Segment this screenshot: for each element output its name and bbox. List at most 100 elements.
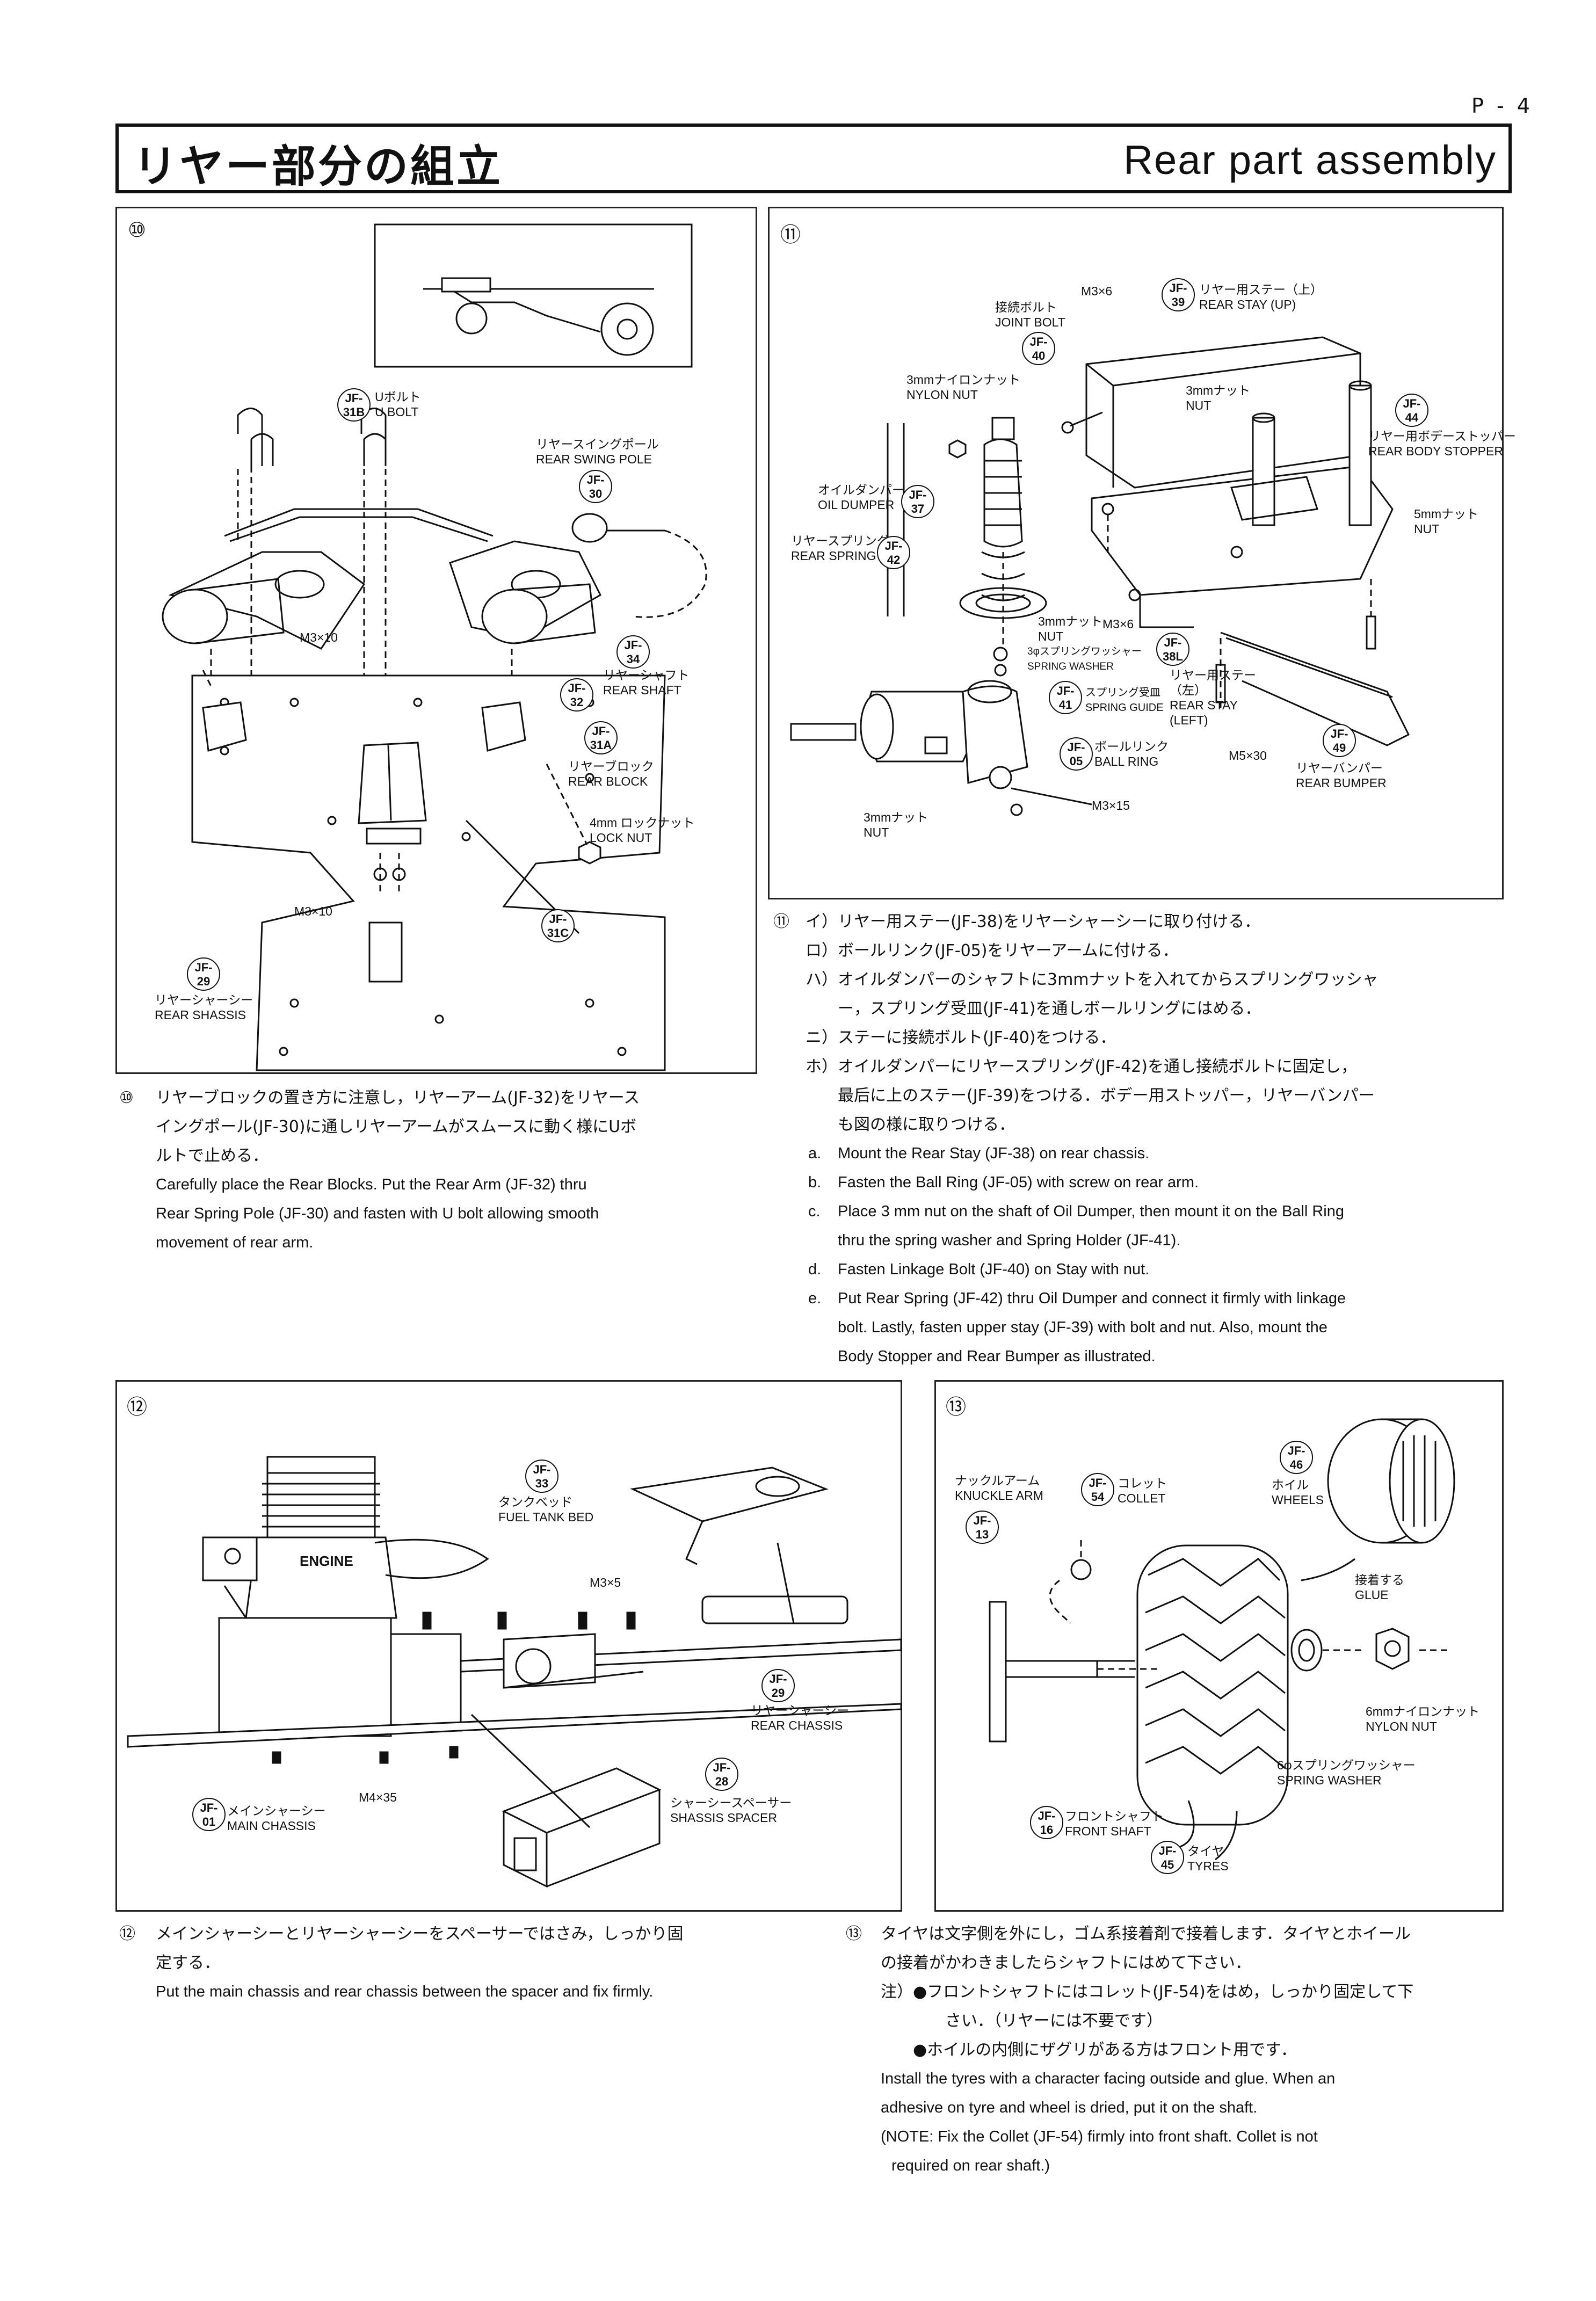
- badge-number: 13: [975, 1528, 989, 1541]
- label-m3x15: M3×15: [1092, 799, 1130, 812]
- step-number: ⑪: [780, 223, 801, 246]
- badge-prefix: JF-: [586, 473, 605, 487]
- badge-jf-45: JF-45: [1151, 1841, 1184, 1874]
- label-en: COLLET: [1118, 1491, 1166, 1505]
- step11-en-line4: thru the spring washer and Spring Holder…: [838, 1232, 1181, 1249]
- step11-panel: ⑪: [768, 207, 1516, 899]
- step10-en-line2: Rear Spring Pole (JF-30) and fasten with…: [156, 1205, 599, 1222]
- label-jp: 3φスプリングワッシャー: [1027, 646, 1142, 657]
- label-rear-stay-left: リヤー用ステー（左）REAR STAY(LEFT): [1170, 667, 1256, 728]
- label-m4x35: M4×35: [359, 1790, 397, 1804]
- badge-jf-29: JF-29: [187, 957, 220, 991]
- badge-prefix: JF-: [1029, 335, 1048, 349]
- badge-prefix: JF-: [1056, 684, 1075, 698]
- step12-number-text: ⑫: [119, 1925, 135, 1943]
- step11-en-marker-a: a.: [808, 1145, 822, 1162]
- badge-prefix: JF-: [1169, 281, 1187, 295]
- label-jp: コレット: [1118, 1476, 1167, 1490]
- badge-prefix: JF-: [549, 912, 567, 926]
- badge-prefix: JF-: [194, 961, 213, 974]
- label-en: OIL DUMPER: [818, 498, 895, 512]
- label-jp: リヤーブロック: [568, 759, 654, 773]
- badge-number: 46: [1289, 1458, 1303, 1471]
- label-en: KNUCKLE ARM: [955, 1489, 1043, 1502]
- step-number: ⑩: [128, 218, 147, 242]
- step-number: ⑬: [946, 1395, 967, 1419]
- badge-jf-44: JF-44: [1395, 394, 1428, 427]
- step10-jp-line2: イングポール(JF-30)に通しリヤーアームがスムースに動く様にUボ: [156, 1117, 637, 1136]
- label-m3x10-bottom: M3×10: [294, 904, 332, 918]
- step11-jp-line8: も図の様に取りつける．: [838, 1115, 1015, 1134]
- badge-prefix: JF-: [973, 1514, 991, 1527]
- label-jp: メインシャーシー: [227, 1804, 326, 1818]
- badge-number: 39: [1171, 295, 1185, 309]
- step10-en-line3: movement of rear arm.: [156, 1234, 314, 1251]
- step10-en-line1: Carefully place the Rear Blocks. Put the…: [156, 1176, 587, 1193]
- badge-prefix: JF-: [200, 1801, 218, 1814]
- label-jp: ナックルアーム: [955, 1473, 1040, 1487]
- badge-number: 37: [911, 502, 925, 516]
- badge-number: 31B: [343, 405, 365, 419]
- badge-jf-31b: JF-31B: [337, 388, 371, 422]
- label-en: REAR BLOCK: [568, 774, 648, 788]
- badge-number: 45: [1160, 1858, 1174, 1871]
- badge-jf-39: JF-39: [1162, 278, 1195, 311]
- badge-number: 31A: [590, 738, 612, 752]
- badge-jf-31c: JF-31C: [541, 909, 575, 942]
- badge-jf-38l: JF-38L: [1156, 633, 1189, 666]
- page-title-japanese: リヤー部分の組立: [133, 141, 503, 192]
- badge-jf-49: JF-49: [1323, 724, 1356, 757]
- label-jp: 4mm ロックナット: [590, 816, 695, 830]
- step11-en-line3: Place 3 mm nut on the shaft of Oil Dumpe…: [838, 1203, 1344, 1220]
- label-jp: フロントシャフト: [1065, 1809, 1164, 1823]
- badge-prefix: JF-: [1158, 1844, 1177, 1857]
- label-en: REAR SHASSIS: [155, 1008, 246, 1022]
- badge-jf-32: JF-32: [560, 678, 593, 712]
- step10-panel: ⑩: [115, 207, 757, 1074]
- label-en: REAR STAY (UP): [1199, 297, 1296, 311]
- badge-number: 40: [1032, 349, 1046, 362]
- step11-en-marker-d: d.: [808, 1261, 822, 1278]
- label-jp: シャーシースペーサー: [670, 1796, 792, 1810]
- badge-number: 42: [887, 553, 901, 567]
- label-jp: 3mmナット: [1186, 383, 1251, 397]
- label-jp: ホイル: [1272, 1478, 1309, 1492]
- label-en: FRONT SHAFT: [1065, 1824, 1151, 1838]
- badge-prefix: JF-: [568, 681, 586, 695]
- label-en: NUT: [1414, 522, 1440, 536]
- step13-en-line1: Install the tyres with a character facin…: [881, 2070, 1336, 2087]
- label-en: REAR BUMPER: [1296, 776, 1387, 790]
- badge-jf-41: JF-41: [1049, 681, 1082, 714]
- badge-jf-31a: JF-31A: [584, 721, 618, 754]
- page-title-english: Rear part assembly: [1123, 137, 1497, 183]
- label-en: MAIN CHASSIS: [227, 1819, 316, 1833]
- badge-jf-05: JF-05: [1060, 737, 1093, 771]
- step10-illustration: [162, 223, 707, 1071]
- label-jp: Uボルト: [375, 390, 421, 404]
- step11-jp-line5: ニ）ステーに接続ボルト(JF-40)をつける．: [806, 1028, 1116, 1047]
- label-jp: オイルダンパー: [818, 483, 904, 497]
- label-jp: リヤー用ステー: [1170, 668, 1256, 682]
- label-en: SHASSIS SPACER: [670, 1811, 777, 1825]
- label-jp: 5mmナット: [1414, 507, 1479, 521]
- step12-en-line1: Put the main chassis and rear chassis be…: [156, 1983, 654, 2000]
- label-en: GLUE: [1355, 1588, 1389, 1602]
- badge-number: 44: [1405, 411, 1419, 424]
- badge-jf-16: JF-16: [1030, 1806, 1063, 1839]
- label-m3x5: M3×5: [590, 1576, 621, 1589]
- badge-jf-54: JF-54: [1081, 1473, 1114, 1506]
